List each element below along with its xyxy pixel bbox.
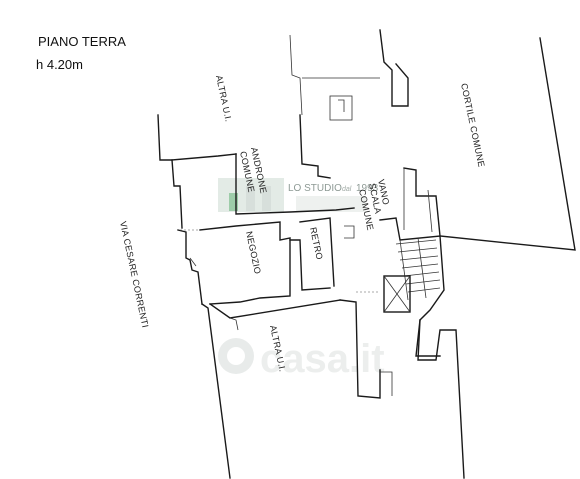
floor-height: h 4.20m [36,57,83,72]
studio-watermark: LO STUDIO dal 1993 [218,178,379,212]
label-retro: RETRO [308,226,325,260]
label-negozio: NEGOZIO [244,230,263,275]
label-altra-ui-top: ALTRA U.I. [214,74,234,122]
studio-watermark-year: 1993 [356,183,379,194]
casa-watermark-text: casa.it [260,337,385,381]
label-cortile-comune: CORTILE COMUNE [459,82,487,168]
stair-treads [395,237,441,301]
floor-title: PIANO TERRA [38,34,126,49]
label-via-cesare-correnti: VIA CESARE CORRENTI [118,220,150,328]
building-walls [157,29,576,479]
studio-watermark-dal: dal [342,186,352,193]
studio-watermark-text: LO STUDIO [288,183,342,194]
casa-watermark: casa.it [218,337,385,381]
